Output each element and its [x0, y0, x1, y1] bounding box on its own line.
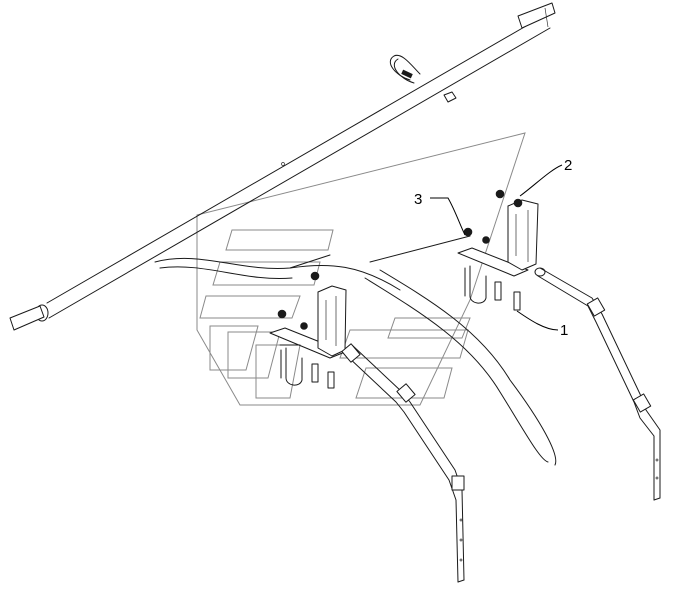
right-bracket-assembly [457, 189, 539, 311]
nut-top [443, 91, 457, 103]
tube-end-plate-left [9, 305, 45, 331]
nut-right-1 [495, 189, 505, 199]
long-tube [9, 2, 556, 331]
callout-1: 1 [516, 310, 568, 339]
callout-label-2: 2 [564, 157, 572, 174]
left-bracket-assembly [269, 271, 347, 389]
callout-label-1: 1 [560, 322, 568, 339]
nut-right-2 [513, 198, 523, 208]
u-bolt-top [389, 54, 457, 103]
callout-3: 3 [414, 191, 466, 236]
nut-left-2 [277, 309, 287, 319]
right-frame-leg [534, 267, 661, 501]
curved-sheet [154, 235, 557, 466]
left-frame-leg [341, 343, 465, 583]
callout-2: 2 [519, 157, 572, 197]
callout-label-3: 3 [414, 191, 422, 208]
watermark-logo [196, 132, 526, 406]
tube-end-plate-right [517, 2, 556, 29]
clamp-plate-right [457, 247, 529, 277]
nut-left-1 [310, 271, 320, 281]
